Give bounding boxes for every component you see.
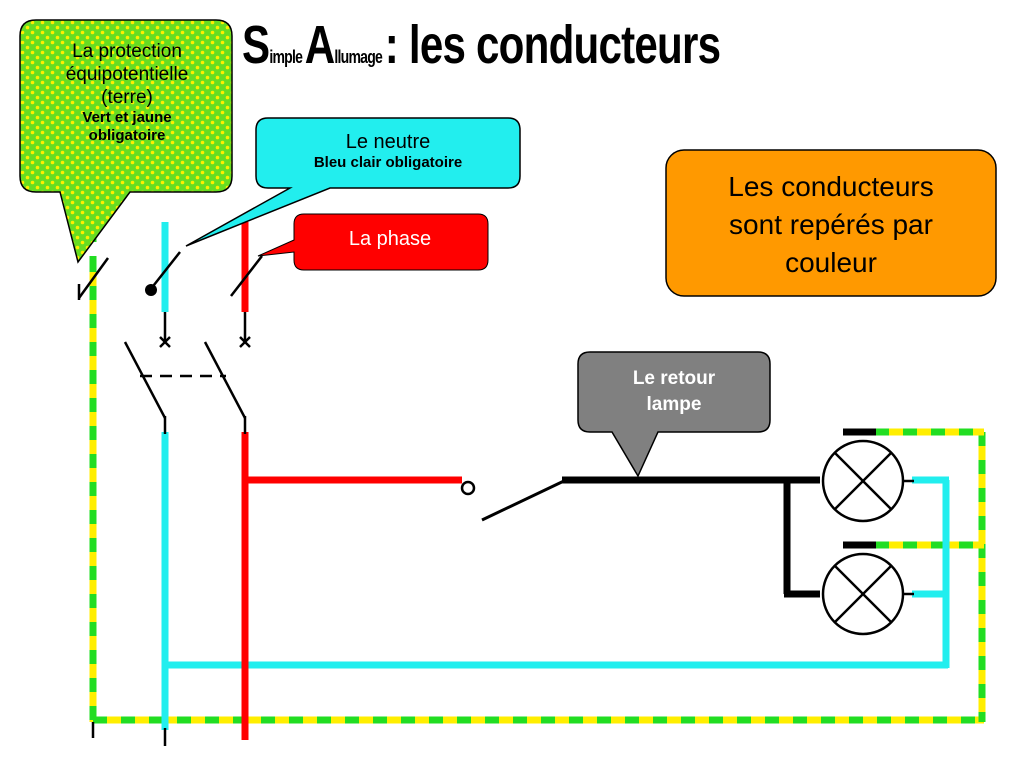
title-s-rest: imple xyxy=(269,47,303,67)
phase-callout: La phase xyxy=(294,228,486,251)
title-s-letter: S xyxy=(242,15,270,75)
neutral-callout-bold: Bleu clair obligatoire xyxy=(313,154,463,171)
earth-callout: La protection équipotentielle (terre) Ve… xyxy=(26,40,228,145)
earth-callout-line2: équipotentielle xyxy=(65,64,189,85)
phase-callout-shape xyxy=(257,213,489,271)
title-a-rest: llumage xyxy=(334,47,383,67)
info-box: Les conducteurs sont repérés par couleur xyxy=(668,168,994,282)
neutral-callout-shape xyxy=(185,117,521,247)
breaker-symbols xyxy=(77,251,263,746)
neutral-callout: Le neutre Bleu clair obligatoire xyxy=(256,130,520,172)
lamp-bottom-icon xyxy=(821,552,914,636)
page-title: Simple Allumage : les conducteurs xyxy=(242,14,721,76)
title-rest: : les conducteurs xyxy=(384,15,721,75)
info-box-line1: Les conducteurs xyxy=(728,171,934,202)
neutral-wires xyxy=(161,222,950,730)
lamp-top-icon xyxy=(821,439,914,523)
return-callout-shape xyxy=(577,351,771,478)
earth-callout-shape xyxy=(19,19,233,264)
return-callout-line1: Le retour xyxy=(632,368,716,389)
info-box-line3: couleur xyxy=(785,247,877,278)
phase-wires xyxy=(241,222,462,740)
neutral-terminal-dot xyxy=(145,284,157,296)
return-wires xyxy=(562,476,820,598)
earth-callout-bold1: Vert et jaune xyxy=(82,109,172,126)
title-a-letter: A xyxy=(304,15,335,75)
earth-callout-line3: (terre) xyxy=(101,87,153,108)
return-callout-line2: lampe xyxy=(646,394,702,415)
light-switch xyxy=(460,478,567,522)
return-callout: Le retour lampe xyxy=(578,366,770,418)
phase-callout-label: La phase xyxy=(348,228,432,250)
earth-callout-line1: La protection xyxy=(72,41,182,62)
info-box-line2: sont repérés par xyxy=(729,209,933,240)
info-box-shape xyxy=(665,149,997,297)
earth-callout-bold2: obligatoire xyxy=(88,127,166,144)
neutral-callout-label: Le neutre xyxy=(345,131,431,153)
